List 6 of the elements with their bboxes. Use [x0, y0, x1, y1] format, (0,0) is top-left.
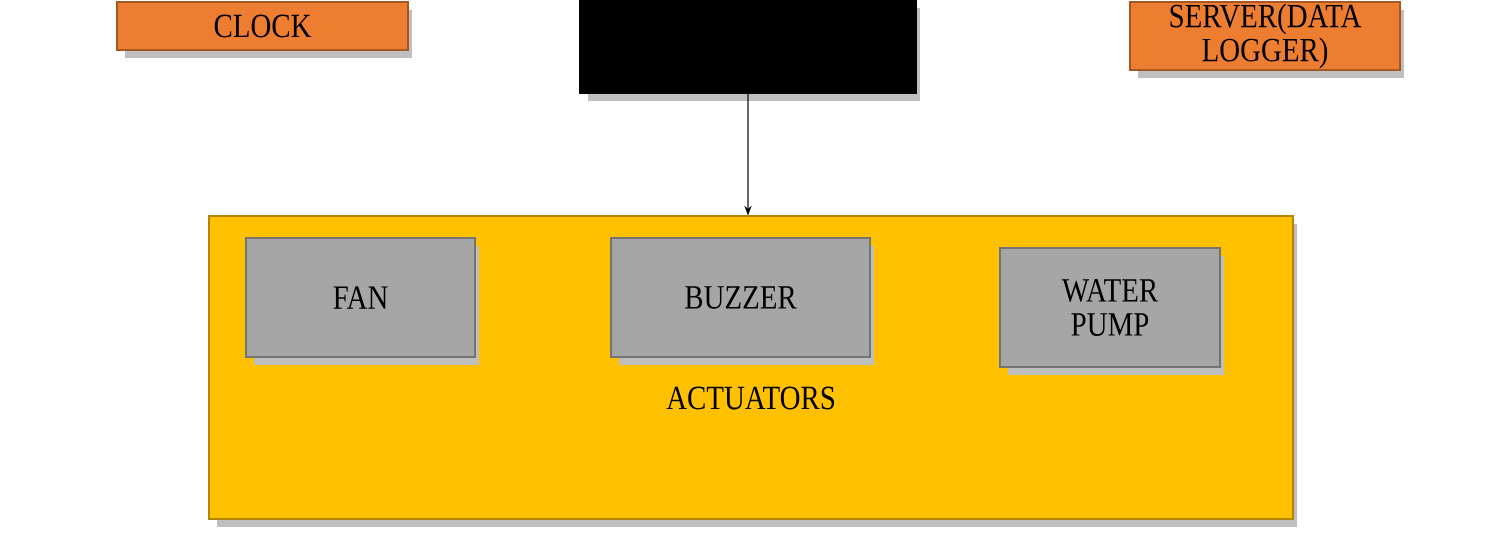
actuator-box: FAN: [245, 237, 479, 365]
actuator-box: WATER PUMP: [999, 247, 1224, 375]
module-box: CLOCK: [116, 1, 412, 58]
process-box: [579, 0, 920, 101]
actuator-box: BUZZER: [610, 237, 874, 365]
module-box: SERVER(DATA LOGGER): [1129, 1, 1404, 78]
